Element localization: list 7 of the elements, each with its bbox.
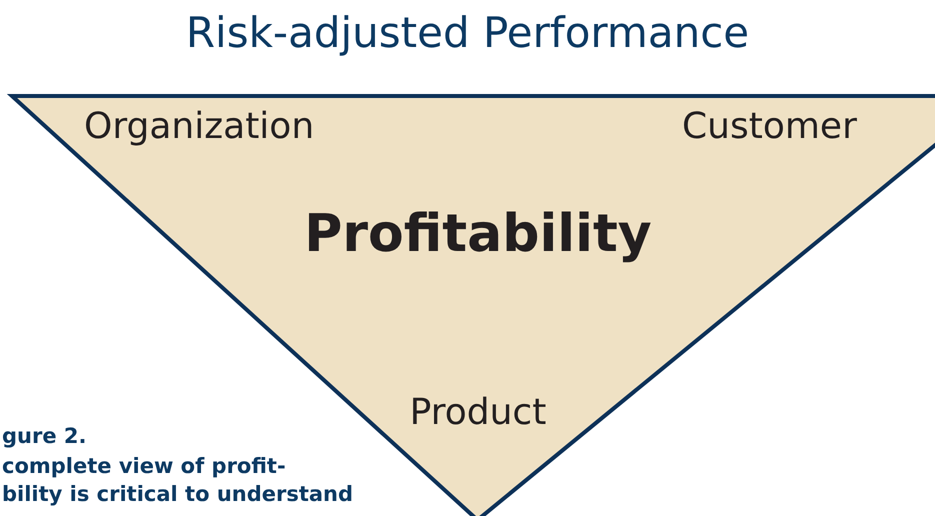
caption-text: complete view of profit- bility is critical to understand	[2, 453, 354, 508]
corner-label: Customer	[682, 106, 857, 147]
corner-label: Product	[408, 392, 548, 433]
center-label: Profitability	[303, 204, 653, 264]
corner-label: Organization	[84, 106, 314, 147]
title: Risk-adjusted Performance	[184, 8, 750, 57]
caption-text: gure 2.	[2, 424, 86, 448]
